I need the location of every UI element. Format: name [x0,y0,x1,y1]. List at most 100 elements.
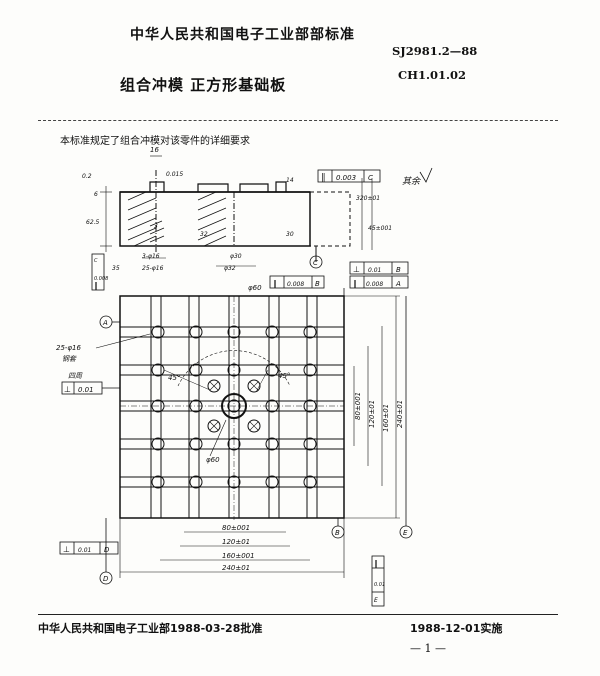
effective-date: 1988-12-01实施 [410,622,503,635]
fcf-top-tol: 0.003 [336,174,356,182]
bushing-hole [189,325,203,339]
fcf-d-sym: ⊥ [63,545,70,554]
dim-3-text: 3 [154,223,158,230]
datum-c-bubble [309,255,323,269]
plan-view [95,295,345,520]
label-25phi16: 25-φ16 [56,344,82,352]
issuing-authority: 中华人民共和国电子工业部部标准 [130,27,355,43]
dim-right-240: 240±01 [396,400,404,428]
header-divider [38,120,558,121]
diagonal-hole [247,419,261,433]
fcf-r1-tol: 0.01 [368,267,381,274]
fcf-ld-sym: ⊥ [64,385,71,394]
fcf-d-tol: 0.01 [78,547,91,554]
bushing-hole [303,475,317,489]
diagonal-hole [247,379,261,393]
diagonal-hole [207,379,221,393]
bushing-hole [303,437,317,451]
roughness-note: 其余 [402,176,421,187]
fcf-left-datum: C [94,258,98,264]
datum-c-label: C [313,259,318,267]
page-number: — 1 — [410,642,446,655]
fcf-ld-tol: 0.01 [78,386,94,394]
fcf-b-tol: 0.008 [287,281,304,288]
dim-bottom-80: 80±001 [222,524,250,532]
fcf-r2-tol: 0.008 [366,281,383,288]
label-phi60: φ60 [206,456,220,464]
bushing-hole [265,325,279,339]
dim-02-text: 0.2 [82,173,92,180]
dim-6-text: 6 [94,191,98,198]
label-45-right: 45° [278,372,290,380]
part-code: CH1.01.02 [398,68,467,82]
fcf-left-tol: 0.008 [94,276,108,282]
label-45-left: 45° [168,374,180,382]
dim-30-text: 30 [286,231,294,238]
bushing-hole [151,475,165,489]
fcf-r2-datum: A [395,280,401,288]
dim-0015-text: 0.015 [166,171,183,178]
section-view [100,155,373,267]
dim-bottom-120: 120±01 [222,538,250,546]
dim-right-80: 80±001 [354,392,362,420]
bushing-hole [303,325,317,339]
fcf-b-datum: B [315,280,320,288]
intro-text: 本标准规定了组合冲模对该零件的详细要求 [60,136,250,147]
dim-16-text: 16 [150,146,159,154]
bushing-hole [151,325,165,339]
dim-phi30-text: φ30 [230,253,242,260]
dim-25phi16-text: 25-φ16 [142,265,164,272]
document-title: 组合冲模 正方形基础板 [120,76,287,94]
bushing-hole [189,363,203,377]
fcf-left-sym: ∥ [94,281,98,290]
fcf-r1-datum: B [396,266,401,274]
dim-35-text: 35 [112,265,120,272]
dim-right-120: 120±01 [368,400,376,428]
bushing-hole [151,363,165,377]
fcf-r1-sym: ⊥ [353,265,360,274]
fcf-e-tol: 0.01 [374,582,385,588]
dim-3phi16-text: 3-φ16 [142,253,160,260]
bushing-hole [151,437,165,451]
fcf-top-datum: C [368,174,373,182]
dim-625-text: 62.5 [86,219,100,226]
footer-divider [38,614,558,615]
fcf-r2-sym: ∥ [353,279,357,288]
fcf-e-datum: E [374,597,378,604]
diagonal-hole [207,419,221,433]
dim-bottom-240: 240±01 [222,564,250,572]
fcf-d-datum: D [104,546,110,554]
bushing-hole [265,363,279,377]
hole-cross-mark [249,381,259,391]
dim-14-text: 14 [286,177,294,184]
standard-number: SJ2981.2—88 [392,44,478,58]
fcf-b-sym: ∥ [273,279,277,288]
datum-d-label: D [103,575,109,583]
dim-320-text: 320±01 [356,195,380,202]
fcf-e-sym: ∥ [374,559,378,568]
hole-cross-mark [249,421,259,431]
approval-note: 中华人民共和国电子工业部1988-03-28批准 [38,622,263,635]
datum-a-label: A [102,319,108,327]
bushing-hole [265,437,279,451]
section-dimensions: 16 0.015 0.2 6 62.5 32 30 14 3 35 320±01… [82,146,433,272]
dim-32-text: 32 [200,231,208,238]
bushing-hole [189,475,203,489]
bushing-hole [303,363,317,377]
dim-phi32-text: φ32 [224,265,236,272]
fcf-top-sym: ∥ [321,173,326,183]
bushing-hole [189,437,203,451]
hole-cross-mark [209,381,219,391]
bushing-hole [265,475,279,489]
fcf-left [91,253,105,291]
dim-45-text: 45±001 [368,225,392,232]
dim-right-160: 160±01 [382,404,390,432]
four-sides-label: 四周 [68,372,83,380]
datum-b-label: B [335,529,340,537]
fcf-top [317,169,381,183]
datum-e-label: E [403,529,408,537]
hole-cross-mark [209,421,219,431]
label-steel-sleeve: 钢套 [62,355,77,363]
dim-bottom-160: 160±001 [222,552,255,560]
